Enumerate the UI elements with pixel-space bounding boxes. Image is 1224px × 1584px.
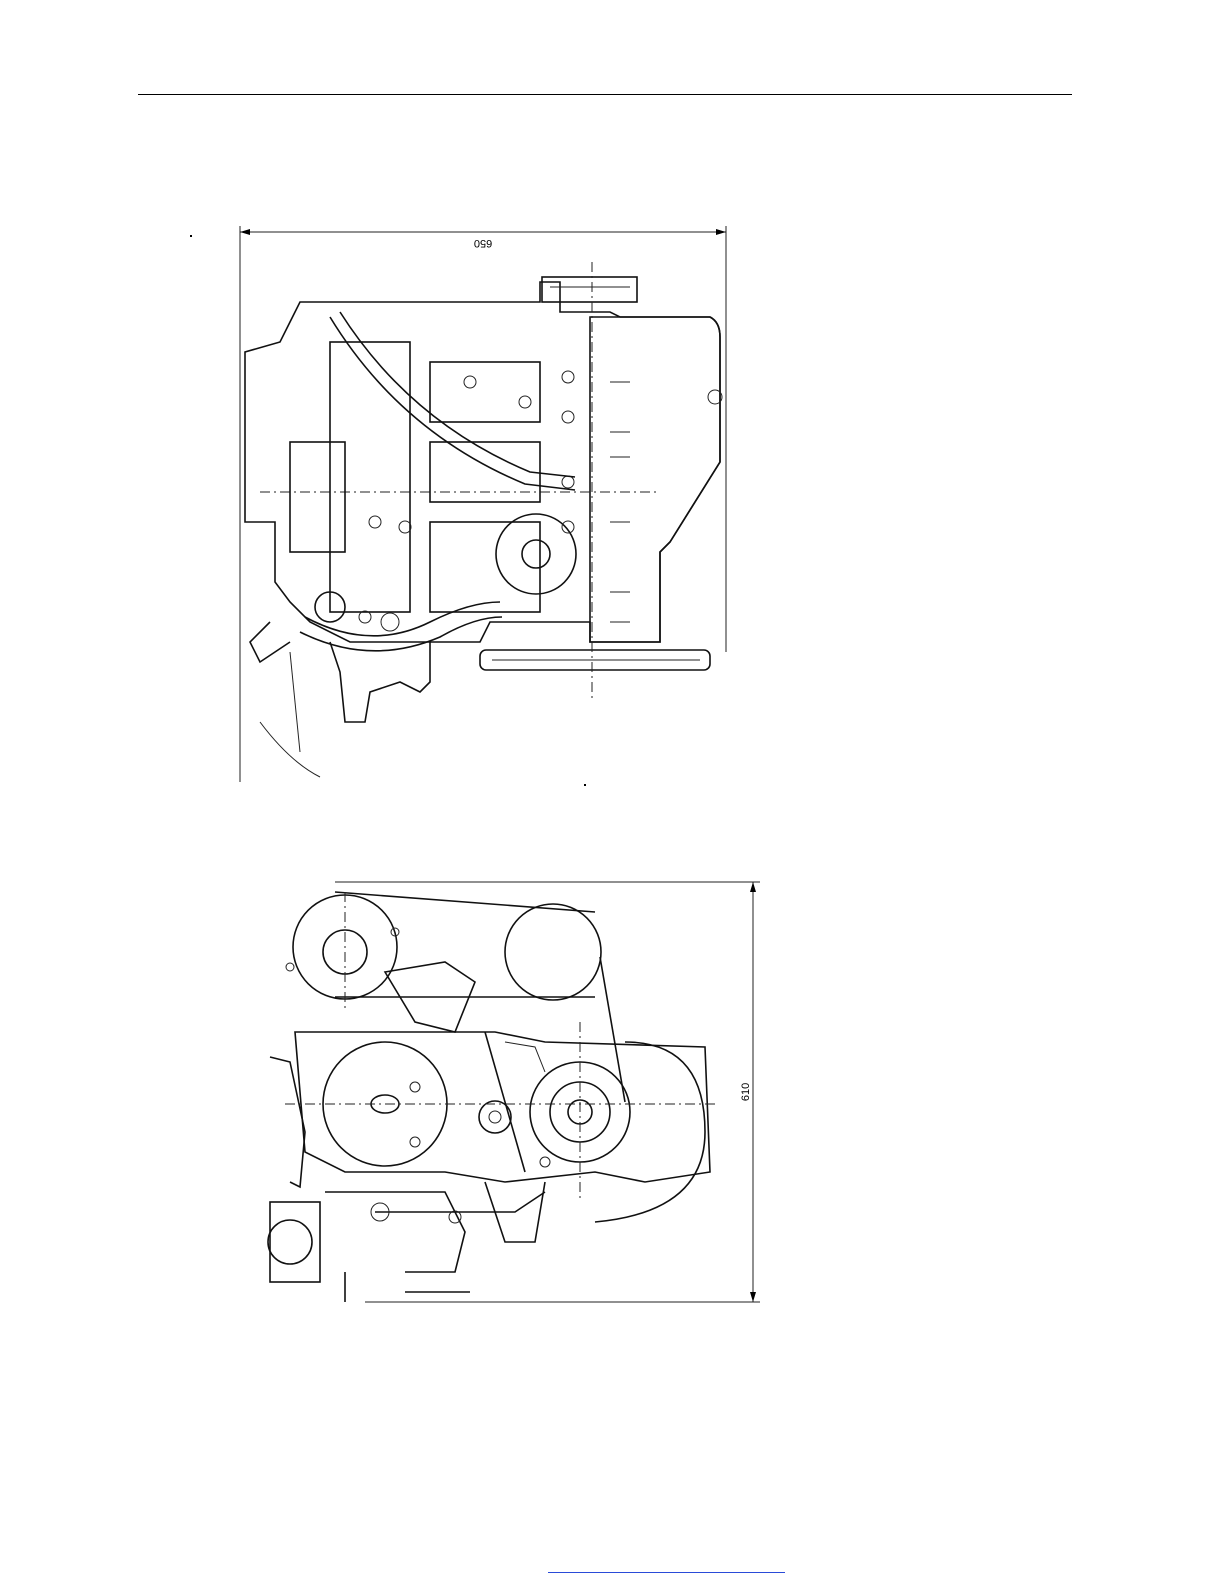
engine-drawing-icon: 610 — [245, 872, 770, 1312]
engine-end-elevation-figure: 610 — [245, 872, 770, 1312]
engine-front-elevation-figure: 650 — [230, 222, 740, 782]
dimension-label-610: 610 — [740, 1083, 752, 1101]
header-rule — [138, 94, 1072, 95]
engine-drawing-icon: 650 — [230, 222, 740, 782]
scan-speck — [584, 784, 586, 786]
scan-speck — [190, 235, 192, 237]
dimension-label-650: 650 — [474, 237, 492, 249]
footer-link-underline[interactable] — [548, 1572, 785, 1573]
